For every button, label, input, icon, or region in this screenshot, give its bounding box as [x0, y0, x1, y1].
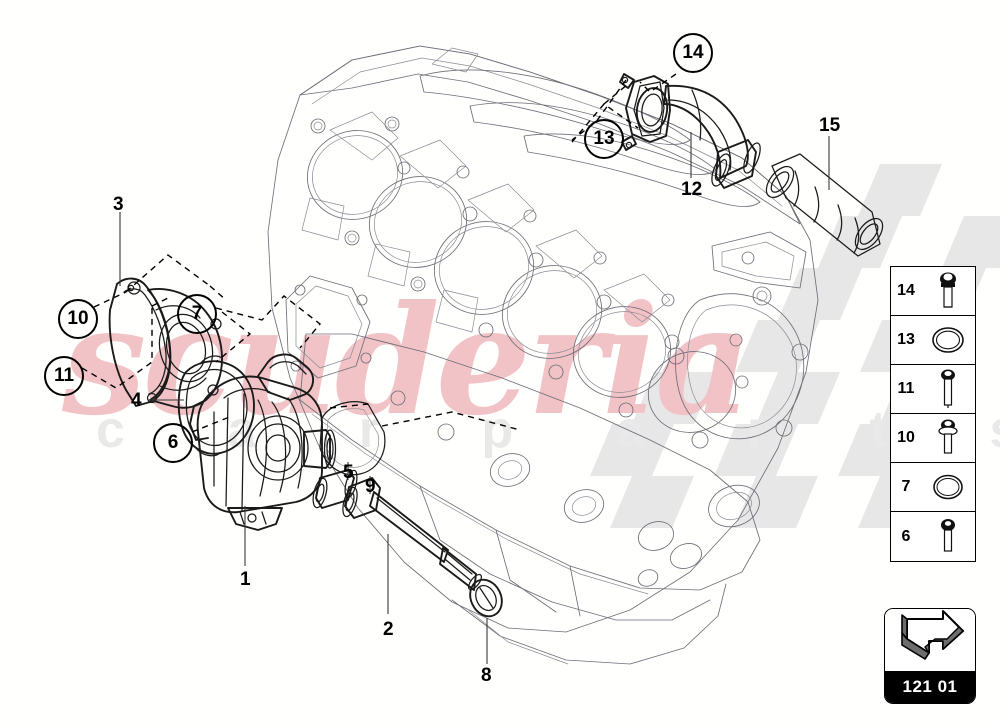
legend-row-6[interactable]: 6: [891, 512, 975, 561]
timing-cover-face: [667, 231, 809, 449]
numeric-leader-lines: [119, 132, 830, 664]
legend-row-10[interactable]: 10: [891, 414, 975, 463]
bolt-with-flange-head-icon: [921, 267, 975, 315]
part-12-coolant-elbow-pipe: [619, 73, 761, 189]
callout-6[interactable]: 6: [153, 423, 193, 463]
legend-row-7[interactable]: 7: [891, 463, 975, 512]
label-1: 1: [240, 569, 251, 590]
arrow-3d-icon: [901, 610, 964, 660]
label-8: 8: [481, 665, 492, 686]
diagram-code: 121 01: [885, 671, 975, 703]
legend-number-7: 7: [901, 478, 911, 495]
label-2: 2: [383, 619, 394, 640]
label-4: 4: [131, 390, 142, 411]
bolt-long-icon: [921, 365, 975, 413]
o-ring-seal-icon: [921, 316, 975, 364]
part-15-rubber-coolant-hose: [765, 153, 884, 257]
part-2-long-through-bolt: [342, 477, 482, 591]
label-15: 15: [819, 115, 841, 136]
callout-11[interactable]: 11: [44, 356, 84, 396]
legend-number-6: 6: [901, 527, 911, 545]
view-direction-indicator[interactable]: 121 01: [884, 608, 976, 704]
legend-number-10: 10: [897, 429, 915, 446]
callout-13[interactable]: 13: [584, 119, 624, 159]
label-12: 12: [681, 179, 703, 200]
engine-block-drawing: [267, 45, 819, 665]
callout-10[interactable]: 10: [58, 299, 98, 339]
dashed-assembly-lines: [81, 73, 677, 433]
label-5: 5: [343, 462, 354, 483]
legend-row-11[interactable]: 11: [891, 365, 975, 414]
legend-number-13: 13: [897, 331, 915, 348]
legend-row-13[interactable]: 13: [891, 316, 975, 365]
legend-number-11: 11: [897, 380, 915, 397]
bolt-short-icon: [921, 512, 975, 561]
callout-7[interactable]: 7: [177, 294, 217, 334]
part-8-sealing-washer: [469, 578, 503, 618]
arrow-icon-area: [885, 609, 975, 671]
callout-14[interactable]: 14: [673, 33, 713, 73]
fasteners-legend-table: 14 13 11: [890, 266, 976, 562]
cylinder-bores: [306, 130, 737, 433]
label-3: 3: [113, 194, 124, 215]
legend-row-14[interactable]: 14: [891, 267, 975, 316]
crankcase-region: [299, 333, 761, 665]
pump-mounting-face: [285, 275, 372, 379]
rear-ports: [637, 484, 760, 587]
o-ring-seal-icon: [921, 463, 975, 511]
bolt-with-washer-icon: [921, 414, 975, 462]
legend-number-14: 14: [897, 282, 915, 299]
label-9: 9: [365, 476, 376, 497]
deck-webbing: [301, 111, 671, 333]
